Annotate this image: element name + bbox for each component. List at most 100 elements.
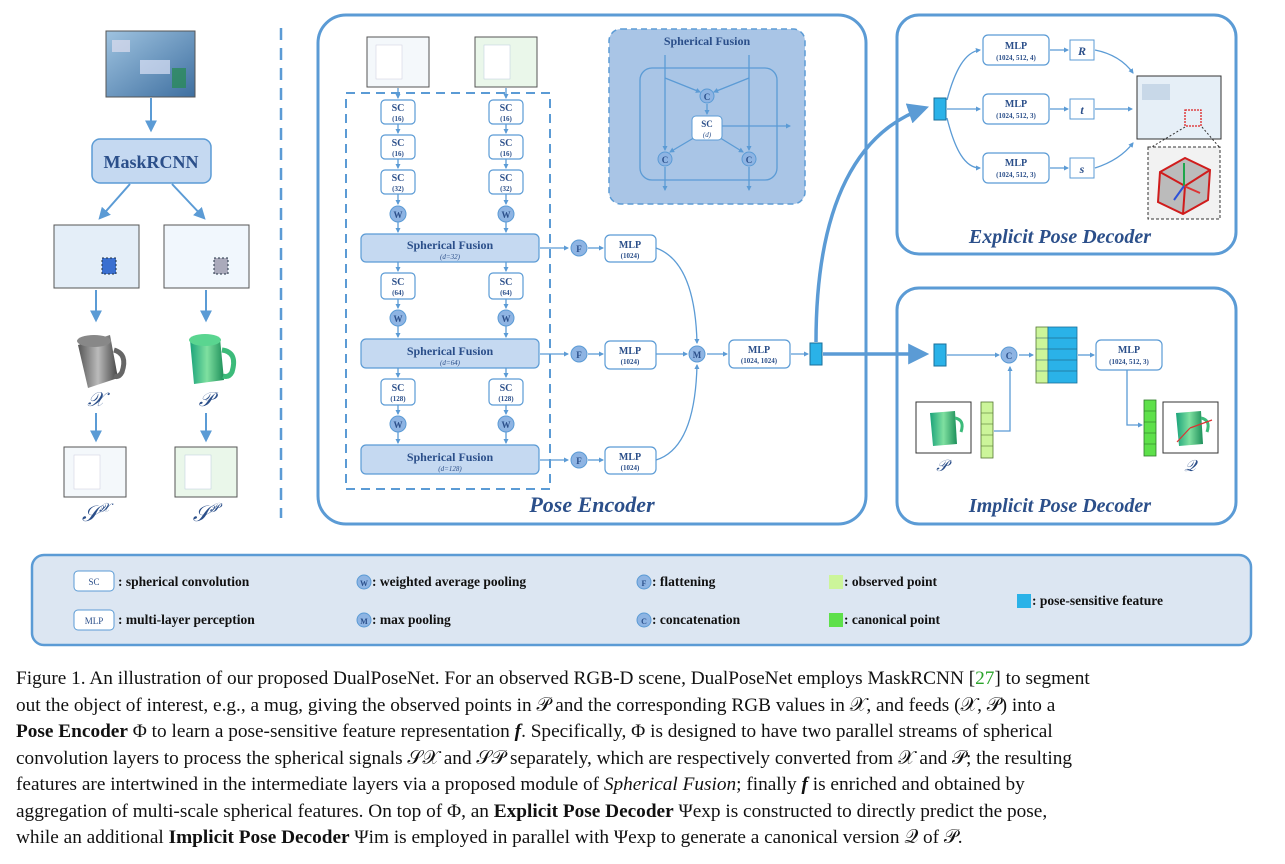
sc-block: SC(32) xyxy=(380,169,416,195)
svg-text:F: F xyxy=(576,244,582,254)
implicit-decoder-panel: Implicit Pose Decoder 𝒫 C xyxy=(895,286,1238,526)
concatenated-features xyxy=(1035,326,1078,384)
canonical-point-column xyxy=(1143,399,1157,457)
svg-text:SC: SC xyxy=(500,277,513,288)
left-column: MaskRCNN 𝒳 𝒫 𝒮𝒳 𝒮𝒫 xyxy=(53,30,250,526)
svg-text:: weighted average pooling: : weighted average pooling xyxy=(372,574,526,589)
w-pool-node: W xyxy=(497,415,515,433)
svg-text:W: W xyxy=(360,579,368,588)
observed-point-column xyxy=(980,401,994,459)
svg-text:MLP: MLP xyxy=(619,240,641,251)
svg-text:(16): (16) xyxy=(392,150,404,158)
svg-text:W: W xyxy=(502,314,511,324)
legend-c: C : concatenation xyxy=(636,612,741,628)
svg-text:MLP: MLP xyxy=(85,616,104,626)
output-s: s xyxy=(1069,157,1095,179)
svg-text:M: M xyxy=(693,350,702,360)
svg-text:t: t xyxy=(1080,103,1084,117)
legend-m: M : max pooling xyxy=(356,612,451,628)
sc-blocks: SC(16) SC(16) SC(16) SC(16) SC(32) SC(32… xyxy=(380,99,524,406)
encoder-mlps: MLP(1024) MLP(1024) MLP(1024) M MLP(1024… xyxy=(604,234,823,475)
observed-mug-image xyxy=(915,401,972,454)
pose-encoder-panel: Pose Encoder xyxy=(316,13,868,526)
sc-block: SC(16) xyxy=(380,99,416,125)
f-node: F xyxy=(570,239,588,257)
svg-text:W: W xyxy=(394,314,403,324)
mlp-block: MLP(1024) xyxy=(604,340,657,370)
svg-text:(16): (16) xyxy=(500,150,512,158)
svg-text:F: F xyxy=(576,456,582,466)
svg-text:C: C xyxy=(746,155,753,165)
maskrcnn-box xyxy=(91,138,212,184)
svg-text:(128): (128) xyxy=(390,395,406,403)
svg-text:SC: SC xyxy=(392,138,405,149)
explicit-feature xyxy=(933,97,947,121)
svg-text:M: M xyxy=(360,617,368,626)
spherical-fusion-block: Spherical Fusion(d=64) xyxy=(360,338,540,369)
explicit-decoder-panel: Explicit Pose Decoder MLP(1024, 512, 4) … xyxy=(895,13,1238,256)
svg-text:(1024, 512, 3): (1024, 512, 3) xyxy=(996,112,1036,120)
output-t: t xyxy=(1069,98,1095,120)
caption-line: aggregation of multi-scale spherical fea… xyxy=(16,800,1048,822)
svg-text:: multi-layer perception: : multi-layer perception xyxy=(118,612,255,627)
sc-block: SC(16) xyxy=(488,134,524,160)
svg-text:(1024): (1024) xyxy=(621,464,640,472)
inset-sc-block: SC (d) xyxy=(691,115,723,141)
mug-point-cloud-image xyxy=(189,334,237,384)
inset-concat-node: C xyxy=(741,151,757,167)
svg-text:(16): (16) xyxy=(392,115,404,123)
svg-text:C: C xyxy=(704,92,711,102)
sc-block: SC(16) xyxy=(488,99,524,125)
caption-line: Pose Encoder Φ to learn a pose-sensitive… xyxy=(16,721,1053,742)
svg-text:SC: SC xyxy=(88,577,99,587)
legend-canonical: : canonical point xyxy=(829,612,941,627)
implicit-decoder-title: Implicit Pose Decoder xyxy=(968,495,1151,517)
pose-result-image xyxy=(1136,75,1222,149)
w-pool-node: W xyxy=(497,309,515,327)
legend-mlp: MLP : multi-layer perception xyxy=(73,609,255,631)
svg-text:: canonical point: : canonical point xyxy=(844,612,941,627)
svg-text:C: C xyxy=(1006,351,1013,361)
caption-line: while an additional Implicit Pose Decode… xyxy=(16,827,963,848)
citation-link[interactable]: 27 xyxy=(975,668,995,689)
svg-text:SC: SC xyxy=(392,103,405,114)
legend-f: F : flattening xyxy=(636,574,716,590)
svg-text:SC: SC xyxy=(701,119,713,129)
w-pool-node: W xyxy=(389,205,407,223)
caption-line: features are intertwined in the intermed… xyxy=(16,774,1025,795)
m-max-pool-node: M xyxy=(688,345,706,363)
implicit-concat-node: C xyxy=(1000,346,1018,364)
p-symbol: 𝒫 xyxy=(199,389,219,411)
sc-block: SC(16) xyxy=(380,134,416,160)
svg-text:SC: SC xyxy=(500,138,513,149)
svg-text:(128): (128) xyxy=(498,395,514,403)
mug-rgb-image xyxy=(77,335,127,388)
sc-block: SC(128) xyxy=(488,378,524,406)
implicit-q-symbol: 𝒬 xyxy=(1184,458,1198,475)
svg-text:SC: SC xyxy=(392,173,405,184)
svg-text:W: W xyxy=(502,420,511,430)
spherical-fusion-block: Spherical Fusion(d=32) xyxy=(360,233,540,263)
svg-text:(d): (d) xyxy=(703,131,712,139)
svg-text:: concatenation: : concatenation xyxy=(652,612,741,627)
legend-feature: : pose-sensitive feature xyxy=(1017,593,1163,608)
caption-line: out the object of interest, e.g., a mug,… xyxy=(16,694,1056,716)
svg-text:MLP: MLP xyxy=(619,452,641,463)
svg-text:R: R xyxy=(1077,44,1086,58)
svg-text:(d=64): (d=64) xyxy=(440,359,461,367)
svg-text:MLP: MLP xyxy=(1005,158,1027,169)
explicit-mlp-r: MLP(1024, 512, 4) xyxy=(982,34,1050,66)
svg-text:MLP: MLP xyxy=(1005,99,1027,110)
explicit-decoder-title: Explicit Pose Decoder xyxy=(968,226,1151,248)
canonical-mug-image xyxy=(1162,401,1219,454)
feature-to-explicit-arrow xyxy=(814,103,929,343)
f-node: F xyxy=(570,451,588,469)
svg-text:F: F xyxy=(642,579,647,588)
svg-text:(d=128): (d=128) xyxy=(438,465,462,473)
w-pooling-nodes: W W W W W W xyxy=(389,205,515,433)
legend-w: W : weighted average pooling xyxy=(356,574,526,590)
inset-title: Spherical Fusion xyxy=(664,34,751,48)
figure-caption: Figure 1. An illustration of our propose… xyxy=(16,666,1254,852)
spherical-fusion-blocks: Spherical Fusion(d=32) Spherical Fusion(… xyxy=(360,233,540,475)
svg-text:Spherical Fusion: Spherical Fusion xyxy=(407,238,494,252)
